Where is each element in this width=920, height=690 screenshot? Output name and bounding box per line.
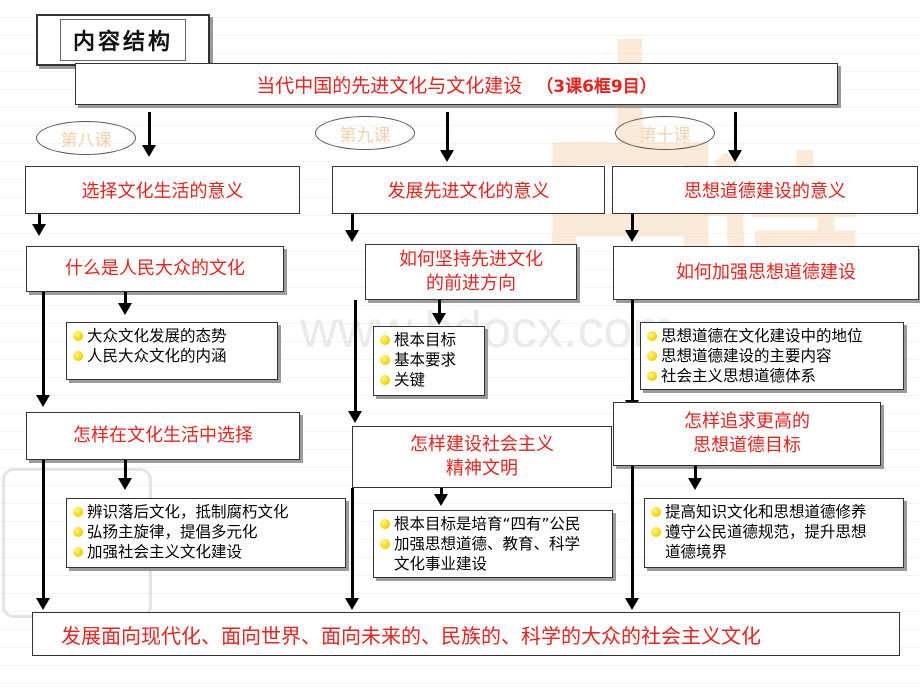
list-item: 思想道德在文化建设中的地位 bbox=[647, 326, 897, 346]
list-item: 辨识落后文化，抵制腐朽文化 bbox=[73, 502, 339, 522]
col1-bullets2: 辨识落后文化，抵制腐朽文化 弘扬主旋律，提倡多元化 加强社会主义文化建设 bbox=[66, 498, 346, 568]
section-tag-label: 内容结构 bbox=[59, 19, 186, 61]
arrow-line bbox=[124, 460, 127, 480]
arrow-head bbox=[625, 598, 639, 610]
arrow-line bbox=[440, 488, 443, 496]
arrow-line bbox=[354, 300, 357, 412]
col3-box2-line2: 思想道德目标 bbox=[693, 435, 801, 456]
arrow-head bbox=[728, 150, 742, 162]
arrow-head bbox=[32, 224, 46, 236]
bullet-icon bbox=[380, 539, 390, 549]
arrow-line bbox=[631, 214, 634, 232]
list-item: 弘扬主旋律，提倡多元化 bbox=[73, 522, 339, 542]
main-title-text: 当代中国的先进文化与文化建设 bbox=[256, 74, 523, 97]
bullet-icon bbox=[73, 351, 83, 361]
bullet-icon bbox=[647, 331, 657, 341]
list-item: 基本要求 bbox=[380, 350, 478, 370]
main-title: 当代中国的先进文化与文化建设 （3课6框9目） bbox=[75, 63, 838, 105]
col1-head: 选择文化生活的意义 bbox=[25, 166, 300, 214]
bullet-icon bbox=[380, 355, 390, 365]
arrow-head bbox=[440, 150, 454, 162]
lesson-8-label: 第八课 bbox=[36, 121, 136, 155]
bullet-icon bbox=[73, 507, 83, 517]
arrow-line bbox=[42, 460, 45, 600]
col2-box2: 怎样建设社会主义 精神文明 bbox=[352, 426, 612, 488]
conclusion-box: 发展面向现代化、面向世界、面向未来的、民族的、科学的大众的社会主义文化 bbox=[32, 612, 900, 656]
col1-bullets1: 大众文化发展的态势 人民大众文化的内涵 bbox=[66, 322, 278, 380]
col1-box1: 什么是人民大众的文化 bbox=[26, 246, 284, 292]
col3-head: 思想道德建设的意义 bbox=[612, 166, 918, 214]
col2-bullets1: 根本目标 基本要求 关键 bbox=[373, 326, 485, 396]
bullet-icon bbox=[647, 371, 657, 381]
list-item: 根本目标 bbox=[380, 330, 478, 350]
arrow-head bbox=[688, 478, 702, 490]
col2-box1-line2: 的前进方向 bbox=[426, 273, 516, 294]
arrow-line bbox=[148, 112, 151, 148]
arrow-line bbox=[38, 214, 41, 226]
arrow-head bbox=[345, 598, 359, 610]
bullet-icon bbox=[647, 351, 657, 361]
list-item: 大众文化发展的态势 bbox=[73, 326, 271, 346]
col3-box2: 怎样追求更高的 思想道德目标 bbox=[613, 402, 881, 466]
list-item: 提高知识文化和思想道德修养 bbox=[651, 502, 897, 522]
list-item: 文化事业建设 bbox=[394, 555, 488, 573]
arrow-head bbox=[118, 303, 132, 315]
col1-box2: 怎样在文化生活中选择 bbox=[26, 412, 300, 460]
col3-box2-line1: 怎样追求更高的 bbox=[684, 411, 810, 432]
lesson-10-label: 第十课 bbox=[615, 116, 715, 150]
arrow-head bbox=[36, 395, 50, 407]
bullet-icon bbox=[73, 331, 83, 341]
section-tag: 内容结构 bbox=[36, 14, 210, 66]
arrow-line bbox=[446, 112, 449, 152]
col2-box1: 如何坚持先进文化 的前进方向 bbox=[365, 244, 577, 300]
arrow-line bbox=[734, 112, 737, 152]
arrow-head bbox=[142, 145, 156, 157]
list-item: 关键 bbox=[380, 370, 478, 390]
list-item: 加强社会主义文化建设 bbox=[73, 542, 339, 562]
list-item: 社会主义思想道德体系 bbox=[647, 366, 897, 386]
arrow-head bbox=[345, 230, 359, 242]
arrow-line bbox=[438, 300, 441, 314]
bullet-icon bbox=[380, 375, 390, 385]
arrow-head bbox=[432, 313, 446, 325]
col3-bullets2: 提高知识文化和思想道德修养 遵守公民道德规范，提升思想 道德境界 bbox=[644, 498, 904, 568]
col3-bullets1: 思想道德在文化建设中的地位 思想道德建设的主要内容 社会主义思想道德体系 bbox=[640, 322, 904, 390]
arrow-line bbox=[631, 300, 634, 404]
arrow-line bbox=[631, 466, 634, 600]
main-title-note: （3课6框9目） bbox=[536, 76, 657, 97]
bullet-icon bbox=[73, 547, 83, 557]
arrow-line bbox=[42, 292, 45, 396]
bullet-icon bbox=[380, 335, 390, 345]
col2-head: 发展先进文化的意义 bbox=[332, 166, 605, 214]
list-item: 人民大众文化的内涵 bbox=[73, 346, 271, 366]
bullet-icon bbox=[651, 527, 661, 537]
arrow-head bbox=[434, 494, 448, 506]
arrow-head bbox=[118, 478, 132, 490]
col2-bullets2: 根本目标是培育“四有”公民 加强思想道德、教育、科学 文化事业建设 bbox=[373, 510, 613, 578]
arrow-line bbox=[694, 466, 697, 480]
arrow-head bbox=[348, 411, 362, 423]
list-item: 加强思想道德、教育、科学 bbox=[380, 534, 606, 554]
col3-box1: 如何加强思想道德建设 bbox=[613, 246, 919, 300]
list-item: 根本目标是培育“四有”公民 bbox=[380, 514, 606, 534]
bullet-icon bbox=[73, 527, 83, 537]
list-item: 道德境界 bbox=[665, 543, 728, 561]
arrow-line bbox=[351, 488, 354, 600]
list-item: 思想道德建设的主要内容 bbox=[647, 346, 897, 366]
arrow-line bbox=[351, 214, 354, 232]
col2-box1-line1: 如何坚持先进文化 bbox=[399, 249, 543, 270]
watermark: www.bdocx.com bbox=[300, 301, 676, 359]
list-item: 遵守公民道德规范，提升思想 bbox=[651, 522, 897, 542]
col2-box2-line1: 怎样建设社会主义 bbox=[410, 434, 554, 455]
arrow-line bbox=[124, 292, 127, 304]
bullet-icon bbox=[380, 519, 390, 529]
bullet-icon bbox=[651, 507, 661, 517]
lesson-9-label: 第九课 bbox=[315, 116, 415, 150]
arrow-head bbox=[36, 598, 50, 610]
col2-box2-line2: 精神文明 bbox=[446, 458, 518, 479]
arrow-head bbox=[625, 230, 639, 242]
